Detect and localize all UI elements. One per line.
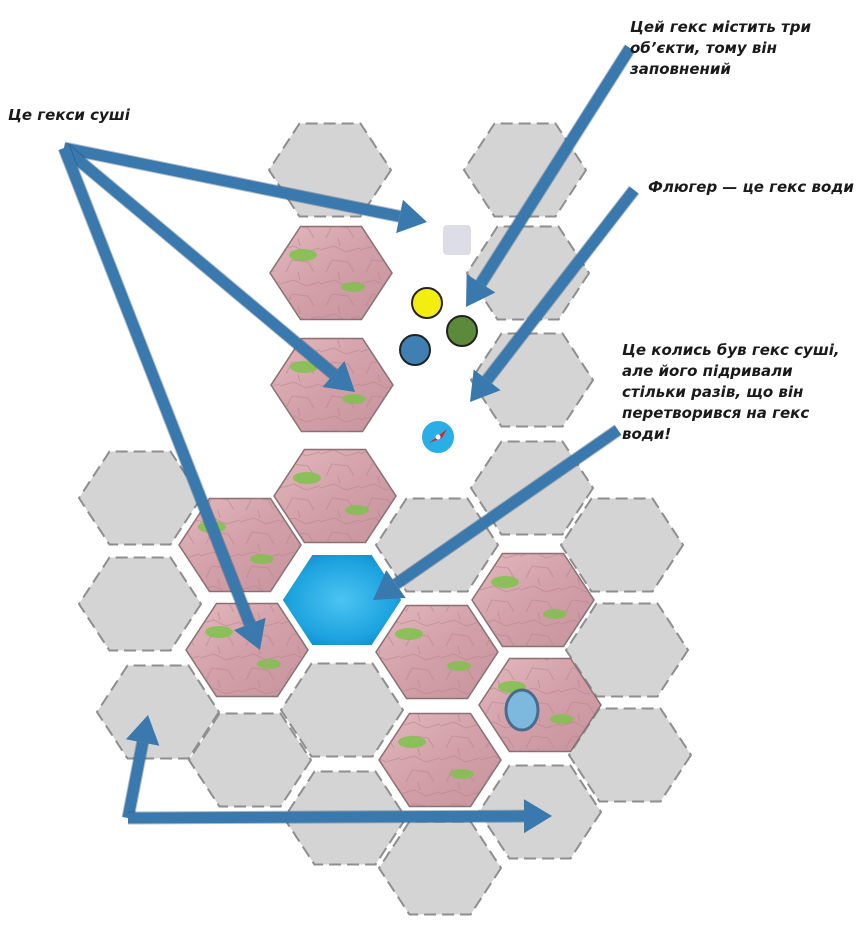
water-hex	[279, 552, 405, 648]
moss-patch	[290, 361, 318, 373]
arrow-empty-1	[121, 715, 160, 820]
empty-hex	[77, 450, 203, 546]
portal-object	[504, 688, 540, 732]
rock-texture	[179, 498, 301, 592]
moss-patch	[205, 626, 233, 638]
moss-patch	[491, 576, 519, 588]
moss-patch	[450, 769, 474, 779]
empty-hex	[567, 707, 693, 803]
moss-patch	[342, 394, 366, 404]
rock-texture	[379, 713, 501, 807]
rock-texture	[376, 605, 498, 699]
green-token	[446, 315, 478, 347]
empty-hex	[77, 556, 203, 652]
empty-hex	[462, 122, 588, 218]
empty-hex	[95, 664, 221, 760]
arrow-land-1	[62, 141, 427, 234]
empty-hex	[377, 820, 503, 916]
vane-ring	[399, 398, 477, 476]
arrow-land-2	[59, 143, 355, 392]
moss-patch	[345, 505, 369, 515]
moss-patch	[289, 249, 317, 261]
moss-patch	[341, 282, 365, 292]
moss-patch	[543, 609, 567, 619]
moss-patch	[398, 736, 426, 748]
land-hexes-label: Це гекси суші	[8, 106, 130, 124]
rock-texture	[270, 226, 392, 320]
weathervane-label: Флюгер — це гекс води	[648, 178, 854, 196]
arrow-full-hex	[466, 44, 636, 307]
moss-patch	[447, 661, 471, 671]
moss-patch	[250, 554, 274, 564]
vane-number: 4	[434, 473, 445, 489]
former-land-label: Це колись був гекс суші, але його підрив…	[622, 341, 840, 443]
vane-number: 2	[471, 414, 481, 430]
moss-patch	[257, 659, 281, 669]
empty-hex	[187, 712, 313, 808]
empty-hex	[279, 662, 405, 758]
moss-patch	[395, 628, 423, 640]
arrow-weathervane	[470, 186, 640, 402]
yellow-token	[411, 287, 443, 319]
full-hex-label: Цей гекс містить три об’єкти, тому він з…	[630, 18, 811, 78]
arrow-empty-2	[127, 799, 552, 834]
moss-patch	[550, 714, 574, 724]
ruin-object	[443, 225, 471, 255]
rock-texture	[274, 449, 396, 543]
moss-patch	[293, 472, 321, 484]
vane-number: 3	[471, 450, 481, 466]
blue-token	[399, 334, 431, 366]
empty-hex	[564, 602, 690, 698]
arrow-land-3	[57, 145, 266, 650]
arrow-former-land	[373, 424, 622, 600]
empty-hex	[374, 497, 500, 593]
vane-number: 1	[429, 388, 439, 404]
empty-hex	[559, 497, 685, 593]
vane-number: 6	[395, 414, 405, 430]
vane-pin	[435, 434, 441, 440]
vane-number: 5	[395, 450, 405, 466]
